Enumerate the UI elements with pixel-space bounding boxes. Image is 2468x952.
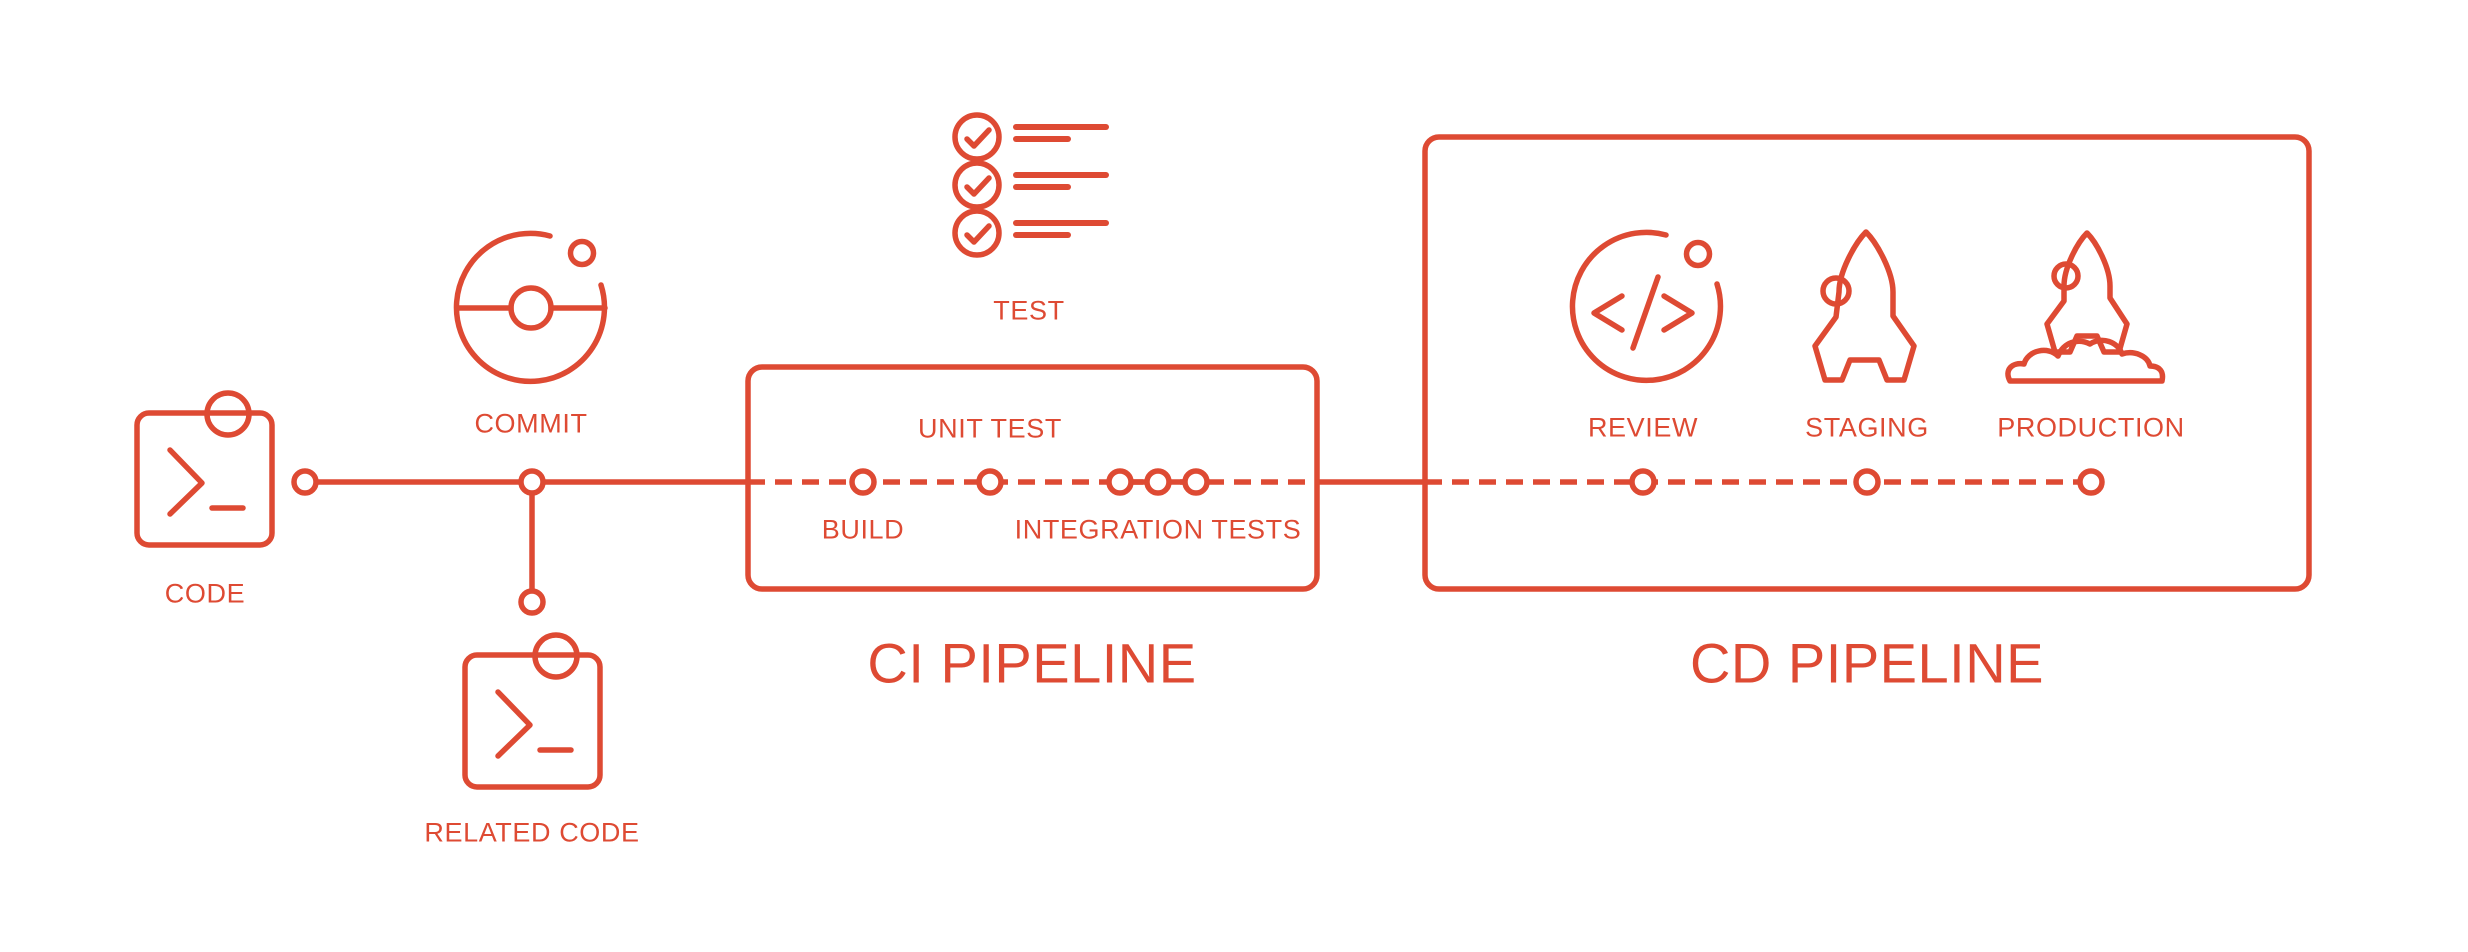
checklist-item-1 <box>952 112 1109 162</box>
integration-tests-label: INTEGRATION TESTS <box>1014 514 1302 545</box>
node-integration-2 <box>1144 468 1172 496</box>
checklist-item-3 <box>952 208 1109 258</box>
related-code-label: RELATED CODE <box>424 817 640 848</box>
node-integration-1 <box>1106 468 1134 496</box>
checklist-icon <box>952 112 1109 258</box>
review-label: REVIEW <box>1587 412 1699 443</box>
node-unit-test <box>976 468 1004 496</box>
node-review <box>1629 468 1657 496</box>
checklist-item-2 <box>952 160 1109 210</box>
commit-label: COMMIT <box>474 408 588 439</box>
node-staging <box>1853 468 1881 496</box>
build-label: BUILD <box>821 514 905 545</box>
ci-pipeline-title: CI PIPELINE <box>867 631 1197 695</box>
launch-cloud <box>2005 337 2166 384</box>
node-code <box>291 468 319 496</box>
pipeline-timeline <box>291 468 2105 616</box>
node-integration-3 <box>1182 468 1210 496</box>
git-commit-icon <box>453 230 608 385</box>
ci-pipeline-box <box>745 364 1320 592</box>
test-label: TEST <box>993 295 1065 326</box>
node-production <box>2077 468 2105 496</box>
production-label: PRODUCTION <box>1997 412 2185 443</box>
node-commit <box>518 468 546 496</box>
cd-pipeline-title: CD PIPELINE <box>1689 631 2045 695</box>
code-review-icon <box>1569 229 1724 384</box>
rocket-launch-icon <box>2005 230 2166 384</box>
unit-test-label: UNIT TEST <box>918 413 1062 444</box>
node-related-code <box>518 588 546 616</box>
terminal-code-icon <box>134 390 275 548</box>
cd-pipeline-box <box>1422 134 2312 592</box>
rocket-icon <box>1812 229 1917 383</box>
code-label: CODE <box>164 578 246 609</box>
terminal-code-icon <box>462 632 603 790</box>
staging-label: STAGING <box>1805 412 1929 443</box>
node-build <box>849 468 877 496</box>
